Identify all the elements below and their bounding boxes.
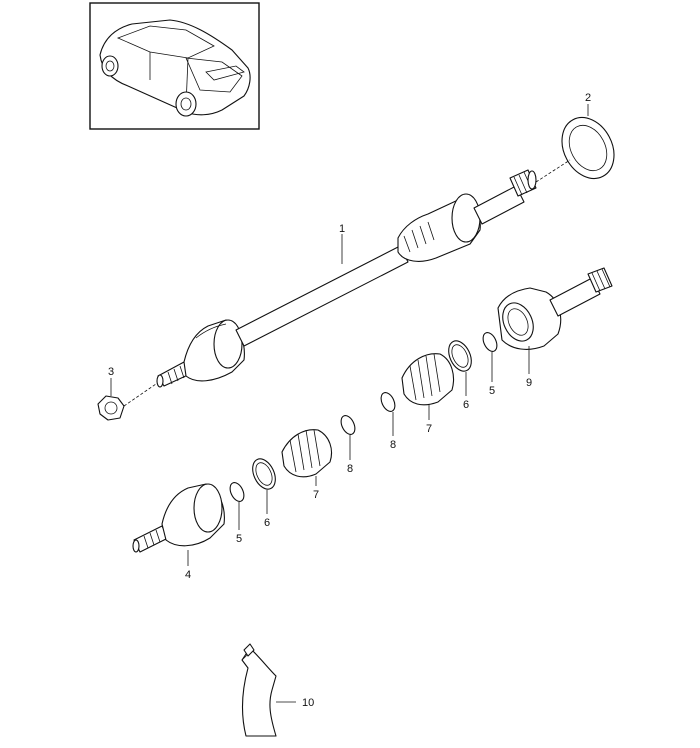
- callout-10: 10: [302, 697, 314, 709]
- circlip-left: [229, 482, 245, 502]
- clamp-right: [448, 340, 472, 372]
- clamp-left: [252, 458, 276, 490]
- callout-6-left: 6: [264, 517, 270, 529]
- callout-labels: 1 2 3 4 5 6 7 8 8 7 6 5 9 10: [108, 92, 591, 709]
- inner-cv-joint: [497, 267, 613, 350]
- callout-6-right: 6: [463, 399, 469, 411]
- clamp-small-right: [380, 392, 396, 412]
- callout-5-right: 5: [489, 385, 495, 397]
- leader-lines: [110, 104, 589, 703]
- drive-shaft: [156, 169, 537, 388]
- boot-right: [401, 353, 455, 406]
- callout-7-left: 7: [313, 489, 319, 501]
- callout-8-right: 8: [390, 439, 396, 451]
- seal-ring: [535, 117, 615, 183]
- outer-cv-joint: [132, 483, 225, 553]
- collar-nut: [97, 383, 157, 421]
- circlip-right: [482, 332, 498, 352]
- boot-left: [281, 429, 333, 478]
- callout-9: 9: [526, 377, 532, 389]
- callout-3: 3: [108, 366, 114, 378]
- vehicle-thumbnail: [89, 2, 260, 130]
- callout-5-left: 5: [236, 533, 242, 545]
- clamp-small-left: [340, 415, 356, 435]
- callout-8-left: 8: [347, 463, 353, 475]
- callout-2: 2: [585, 92, 591, 104]
- grease-tube: [241, 643, 277, 737]
- callout-7-right: 7: [426, 423, 432, 435]
- callout-4: 4: [185, 569, 191, 581]
- callout-1: 1: [339, 223, 345, 235]
